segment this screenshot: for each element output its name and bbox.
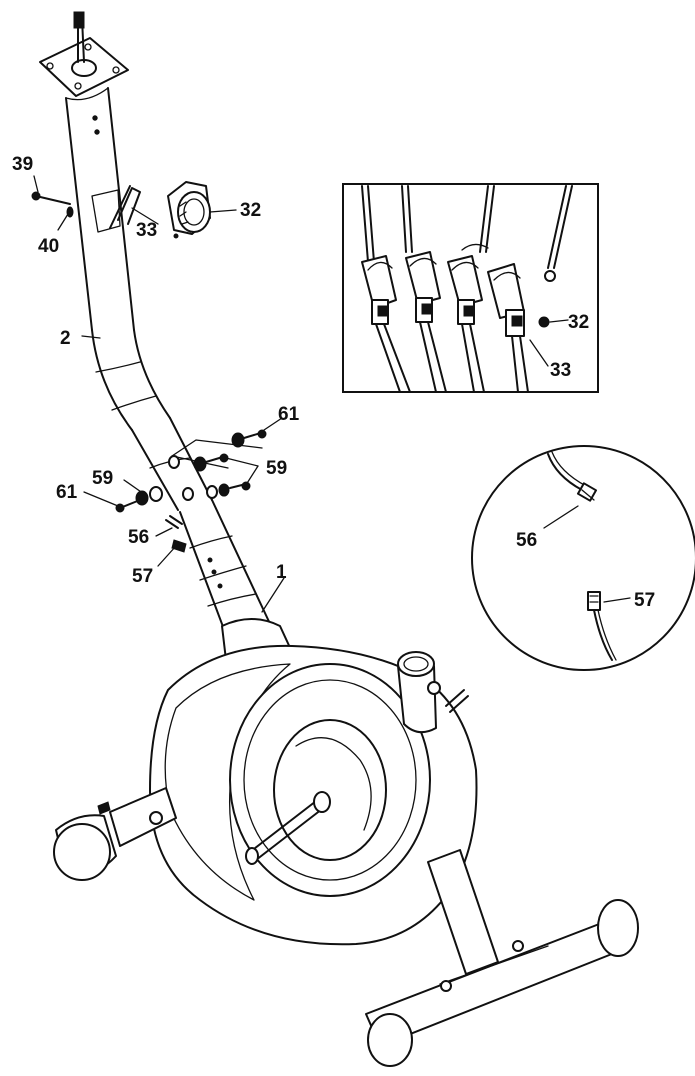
label-40: 40 xyxy=(38,236,59,257)
inset-label-33: 33 xyxy=(550,360,571,381)
handlebar-post xyxy=(39,11,213,511)
label-61-right: 61 xyxy=(278,404,300,425)
circle-label-57: 57 xyxy=(634,590,655,611)
screw-39 xyxy=(31,191,71,205)
frame-body xyxy=(149,644,478,946)
washer-40 xyxy=(66,206,74,218)
label-1: 1 xyxy=(276,562,287,583)
rear-stabilizer xyxy=(365,849,639,1067)
leader-lines xyxy=(33,175,285,613)
label-56: 56 xyxy=(128,527,149,548)
hardware-right xyxy=(168,429,267,501)
front-stabilizer xyxy=(53,787,177,881)
inset-circle: 56 57 xyxy=(471,445,695,671)
inset-box: 32 33 xyxy=(342,183,599,393)
part-labels: 39 40 33 32 2 61 59 61 59 56 57 1 xyxy=(12,154,300,587)
label-57: 57 xyxy=(132,566,153,587)
label-39: 39 xyxy=(12,154,33,175)
hardware-left xyxy=(115,486,187,553)
label-32: 32 xyxy=(240,200,261,221)
cable-clamp xyxy=(447,185,495,393)
label-59-right: 59 xyxy=(266,458,287,479)
cable-clamp xyxy=(401,185,447,393)
circle-label-56: 56 xyxy=(516,530,537,551)
label-33: 33 xyxy=(136,220,157,241)
cable-clamp xyxy=(487,185,573,393)
inset-label-32: 32 xyxy=(568,312,589,333)
cable-clamp xyxy=(361,185,411,393)
tension-knob xyxy=(167,181,211,239)
label-61-left: 61 xyxy=(56,482,78,503)
label-2: 2 xyxy=(60,328,71,349)
label-59-left: 59 xyxy=(92,468,113,489)
cable-bracket xyxy=(109,185,141,229)
